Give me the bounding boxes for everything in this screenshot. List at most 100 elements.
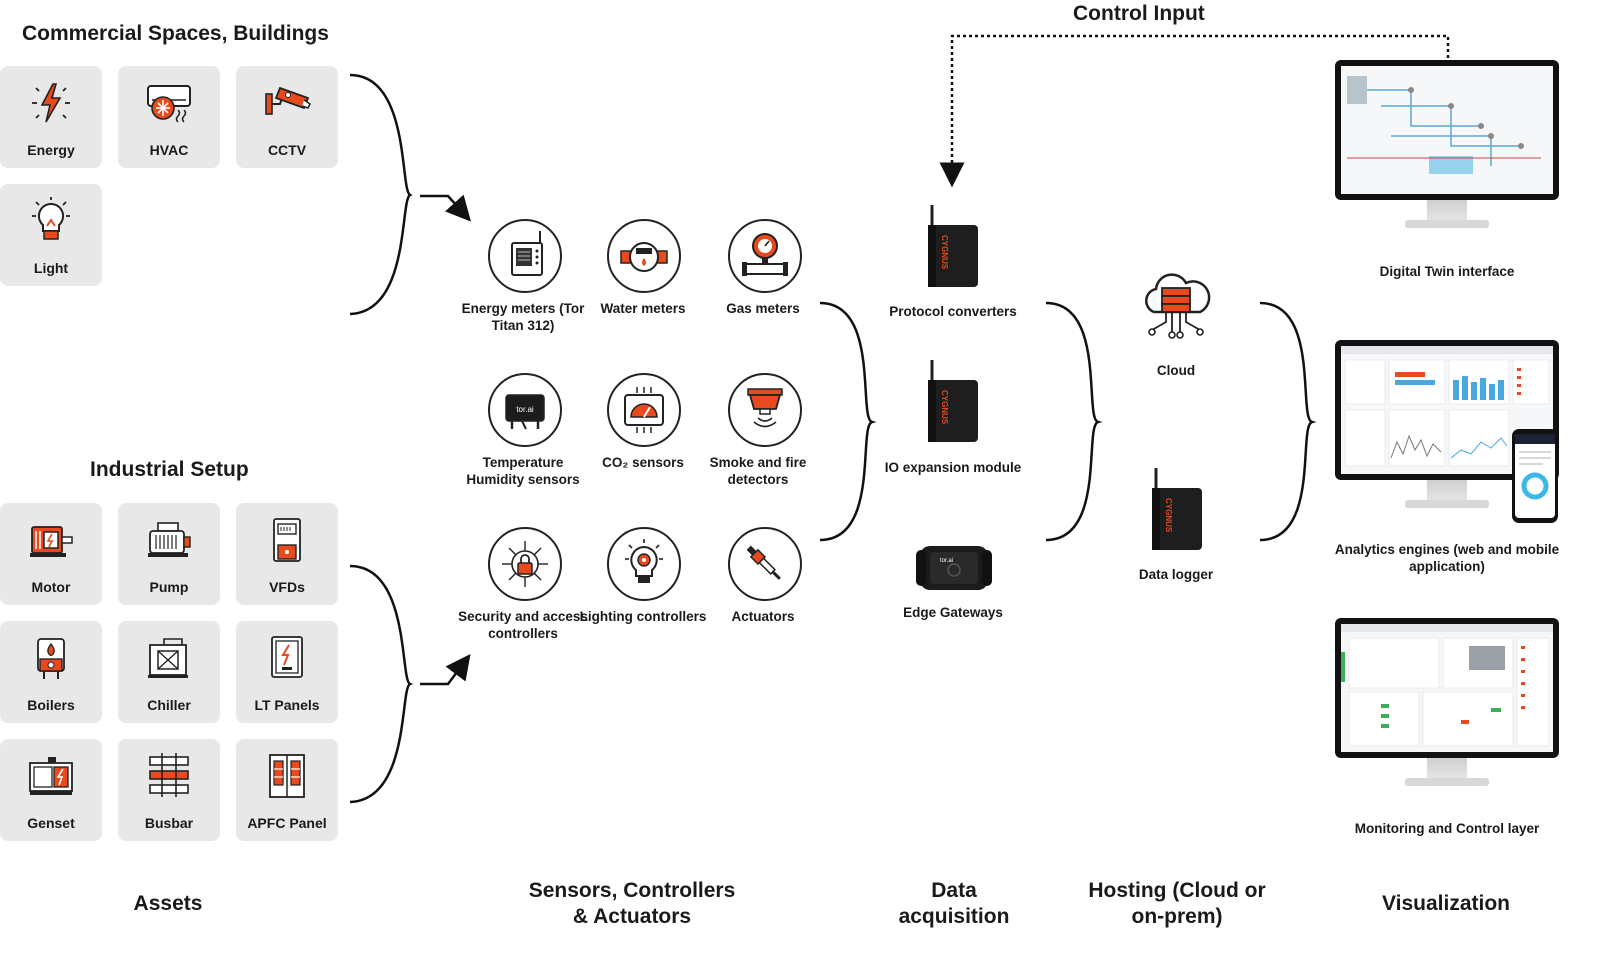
sensor-water-meter <box>607 219 681 293</box>
sensor-label: Lighting controllers <box>579 609 707 624</box>
sensor-label: Energy meters (Tor Titan 312) <box>461 301 585 333</box>
monitor-stand <box>1427 480 1467 502</box>
brand-text: CYGNUS <box>940 390 949 425</box>
hosting-label: Cloud <box>1156 363 1196 378</box>
monitor-base <box>1405 500 1489 508</box>
sensor-label: CO₂ sensors <box>602 455 684 470</box>
protocol-converter-device: CYGNUS <box>928 205 978 287</box>
control-input-line <box>939 34 1450 188</box>
chiller-icon <box>148 638 188 678</box>
monitor-base <box>1405 220 1489 228</box>
temperature-sensor-icon: tor.ai <box>505 394 545 430</box>
tile-label: Boilers <box>27 697 75 713</box>
electric-panel-icon <box>271 636 303 678</box>
actuator-icon <box>746 545 781 580</box>
brand-text: CYGNUS <box>1164 498 1173 533</box>
tile-busbar: Busbar <box>118 739 220 841</box>
gas-meter-icon <box>742 233 788 276</box>
brand-text: tor.ai <box>516 405 534 414</box>
sensor-security <box>488 527 562 601</box>
mobile-phone <box>1512 429 1558 523</box>
tile-motor: Motor <box>0 503 102 605</box>
sensor-label: Gas meters <box>726 301 800 316</box>
tile-label: CCTV <box>267 142 307 158</box>
analytics-dashboard <box>1341 346 1553 467</box>
tile-label: APFC Panel <box>247 815 327 831</box>
tile-cctv: CCTV <box>236 66 338 168</box>
industrial-title: Industrial Setup <box>90 458 249 481</box>
lock-icon <box>502 541 548 587</box>
apfc-panel-icon <box>269 754 305 798</box>
visualization-label: Digital Twin interface <box>1379 264 1515 279</box>
visualization-label: Analytics engines (web and mobile applic… <box>1334 542 1560 574</box>
hosting-label: Data logger <box>1138 567 1214 582</box>
ac-unit-icon <box>147 85 191 123</box>
water-meter-icon <box>620 242 668 272</box>
monitor-stand <box>1427 758 1467 780</box>
tile-label: LT Panels <box>254 697 320 713</box>
arrow-industrial <box>420 654 471 686</box>
sensor-co2 <box>607 373 681 447</box>
brace-industrial <box>349 564 414 804</box>
column-title-visualization: Visualization <box>1382 892 1510 915</box>
commercial-title: Commercial Spaces, Buildings <box>22 22 329 45</box>
sensor-gas-meter <box>728 219 802 293</box>
sensor-smoke <box>728 373 802 447</box>
monitor-screen <box>1335 60 1559 200</box>
busbar-icon <box>149 753 189 797</box>
brace-acquisition <box>1045 301 1103 542</box>
sensor-label: Smoke and fire detectors <box>709 455 807 487</box>
tile-label: Busbar <box>144 815 194 831</box>
sensor-energy-meter <box>488 219 562 293</box>
cctv-camera-icon <box>265 86 311 115</box>
arrow-commercial <box>420 194 472 222</box>
column-title-acquisition: Data acquisition <box>898 879 1010 928</box>
cloud-server-icon <box>1145 273 1211 339</box>
digital-twin-diagram <box>1347 76 1541 174</box>
monitoring-dashboard <box>1341 624 1553 747</box>
monitor-base <box>1405 778 1489 786</box>
tile-vfds: VFDs <box>236 503 338 605</box>
visualization-label: Monitoring and Control layer <box>1354 821 1540 836</box>
control-input-label: Control Input <box>1073 2 1205 25</box>
co2-sensor-icon <box>624 387 664 433</box>
tile-boilers: Boilers <box>0 621 102 723</box>
lightbulb-icon <box>32 197 70 240</box>
acquisition-label: Edge Gateways <box>903 605 1003 620</box>
bulb-gear-icon <box>625 539 663 583</box>
motor-icon <box>30 526 73 557</box>
vfd-icon <box>273 518 301 562</box>
smoke-detector-icon <box>747 388 783 428</box>
io-expansion-device: CYGNUS <box>928 360 978 442</box>
tile-pump: Pump <box>118 503 220 605</box>
column-title-sensors: Sensors, Controllers & Actuators <box>528 879 736 928</box>
monitor-screen <box>1335 340 1559 480</box>
column-title-assets: Assets <box>133 892 203 915</box>
tile-label: Light <box>33 260 69 276</box>
column-title-hosting: Hosting (Cloud or on-prem) <box>1088 879 1266 928</box>
sensor-lighting <box>607 527 681 601</box>
sensor-label: Security and access controllers <box>458 609 588 641</box>
tile-hvac: HVAC <box>118 66 220 168</box>
tile-label: Genset <box>27 815 75 831</box>
tile-label: Pump <box>149 579 189 595</box>
brand-text: tor.ai <box>940 558 953 564</box>
tile-label: VFDs <box>269 579 305 595</box>
brand-text: CYGNUS <box>940 235 949 270</box>
acquisition-label: IO expansion module <box>884 460 1022 475</box>
tile-label: HVAC <box>149 142 189 158</box>
boiler-icon <box>37 638 65 679</box>
tile-label: Motor <box>31 579 71 595</box>
tile-chiller: Chiller <box>118 621 220 723</box>
brace-hosting <box>1259 301 1317 542</box>
edge-gateway-device: tor.ai <box>916 546 992 590</box>
tile-apfc-panel: APFC Panel <box>236 739 338 841</box>
energy-meter-icon <box>511 231 543 276</box>
data-logger-device: CYGNUS <box>1152 468 1202 550</box>
generator-icon <box>29 757 73 795</box>
sensor-temperature: tor.ai <box>488 373 562 447</box>
sensor-label: Actuators <box>731 609 795 624</box>
brace-commercial <box>349 73 413 316</box>
tile-genset: Genset <box>0 739 102 841</box>
